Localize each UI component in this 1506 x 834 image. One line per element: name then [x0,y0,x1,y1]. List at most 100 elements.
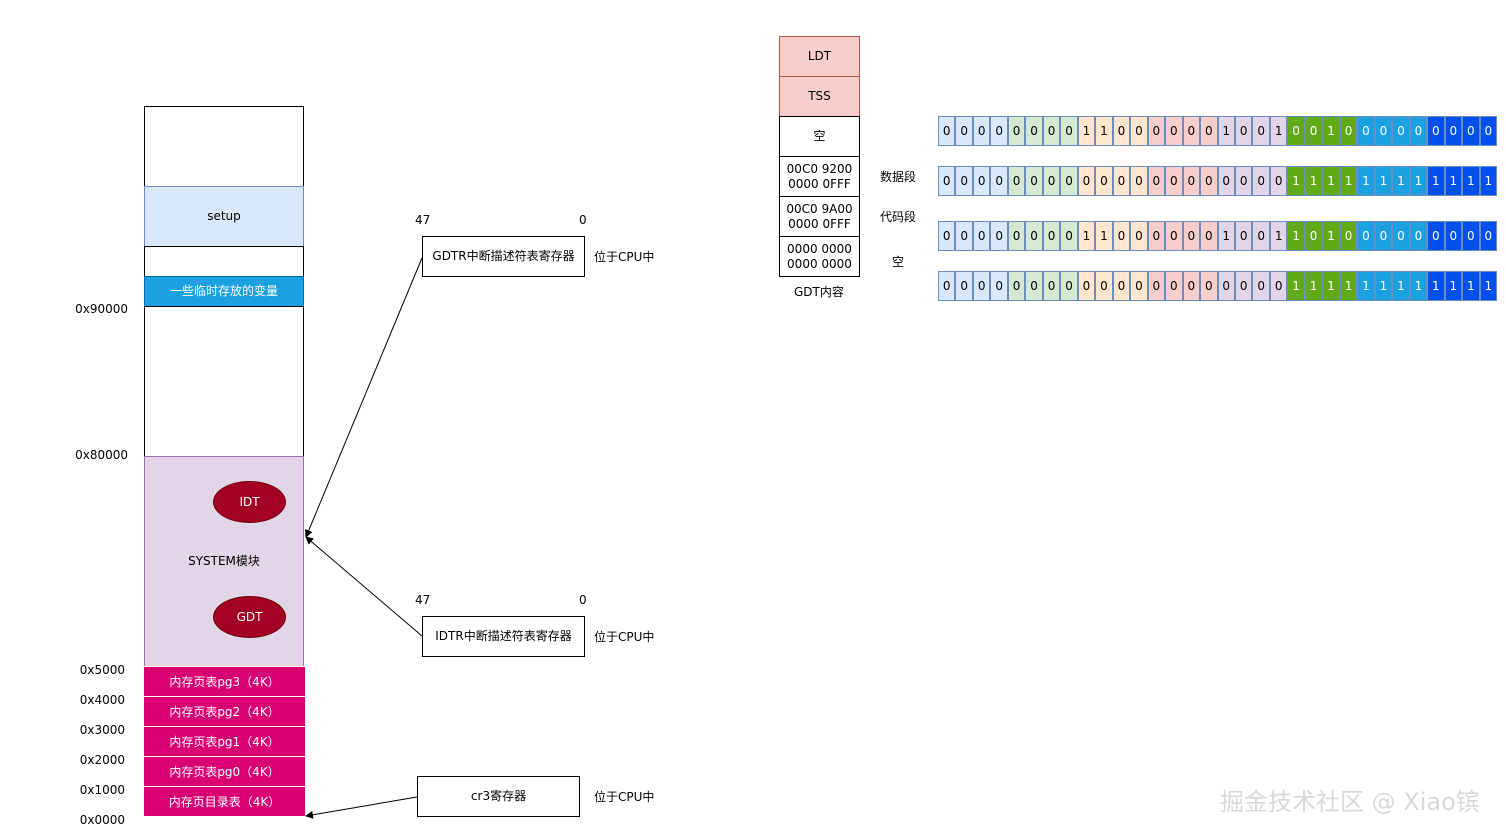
bit-cell: 1 [1077,116,1096,146]
bit-cell: 0 [1234,271,1253,301]
gdt-cell-empty-1-text: 空 [813,129,826,143]
idtr-label: IDTR中断描述符表寄存器 [435,629,572,643]
bit-cell: 0 [1462,221,1480,251]
bit-cell: 0 [938,116,956,146]
page-table-pg2-label: 内存页表pg2（4K） [169,705,280,719]
bit-cell: 1 [1095,221,1113,251]
bit-cell: 1 [1392,271,1410,301]
bit-cell: 1 [1304,166,1323,196]
address-0x4000: 0x4000 [79,693,125,707]
idtr-to-idt-arrow [305,536,423,637]
bit-cell: 0 [1060,221,1078,251]
bit-cell: 0 [1462,116,1480,146]
bit-cell: 0 [1287,116,1305,146]
bit-cell: 0 [1234,221,1253,251]
bit-cell: 0 [1427,116,1445,146]
bit-cell: 0 [1182,116,1201,146]
bit-cell: 1 [1322,116,1340,146]
bit-cell: 0 [1130,271,1148,301]
page-directory-label: 内存页目录表（4K） [168,795,281,809]
bit-cell: 0 [1165,166,1183,196]
bit-cell: 1 [1357,166,1375,196]
bit-cell: 0 [1077,271,1096,301]
bit-cell: 0 [1182,166,1201,196]
bit-cell: 1 [1462,271,1480,301]
gdt-cell-ldt: LDT [779,36,860,77]
bit-cell: 0 [1339,221,1358,251]
bit-cell: 0 [1025,221,1043,251]
row-label-data-segment: 数据段 [880,170,917,184]
bit-cell: 0 [1479,116,1497,146]
memory-top-block [144,106,304,187]
bit-cell: 0 [1025,166,1043,196]
bit-cell: 0 [1007,221,1026,251]
bit-cell: 0 [1479,221,1497,251]
bit-cell: 1 [1479,166,1497,196]
bit-cell: 0 [1147,166,1166,196]
setup-block: setup [144,186,304,247]
page-table-pg1: 内存页表pg1（4K） [144,726,305,756]
gdt-cell-tss: TSS [779,76,860,117]
bit-cell: 0 [972,271,991,301]
bit-cell: 0 [1060,271,1078,301]
gdt-cell-data-segment: 00C0 9200 0000 0FFF [779,156,860,197]
bit-cell: 0 [1200,116,1218,146]
bit-cell: 0 [1130,116,1148,146]
bit-cell: 0 [972,166,991,196]
bit-cell: 0 [1165,271,1183,301]
bit-cell: 0 [1112,166,1131,196]
bit-cell: 0 [1392,221,1410,251]
gdtr-location: 位于CPU中 [594,250,655,264]
bit-cell: 1 [1287,166,1305,196]
bit-cell: 0 [1357,221,1375,251]
bit-cell: 0 [1357,116,1375,146]
temp-vars-block: 一些临时存放的变量 [144,276,304,307]
bit-cell: 0 [1339,116,1358,146]
bit-cell: 0 [1130,166,1148,196]
address-0x1000: 0x1000 [79,783,125,797]
page-table-pg0-label: 内存页表pg0（4K） [169,765,280,779]
gdt-cell-empty-1: 空 [779,116,860,157]
cr3-register: cr3寄存器 [417,776,580,817]
bit-cell: 0 [955,221,973,251]
bit-cell: 1 [1479,271,1497,301]
bit-cell: 1 [1374,166,1393,196]
bit-cell: 0 [1112,221,1131,251]
gdt-cell-tss-text: TSS [808,89,831,103]
bit-cell: 0 [1042,221,1061,251]
bit-cell: 0 [1182,271,1201,301]
bit-cell: 1 [1409,271,1428,301]
bit-cell: 0 [990,221,1008,251]
bit-cell: 0 [1304,221,1323,251]
page-directory: 内存页目录表（4K） [144,786,305,816]
system-module-label: SYSTEM模块 [188,554,260,568]
gdt-cell-data-line2: 0000 0FFF [788,176,851,191]
gdt-cell-null: 0000 0000 0000 0000 [779,236,860,277]
bit-cell: 0 [1025,271,1043,301]
bit-cell: 0 [1007,166,1026,196]
cr3-to-directory-arrow [305,796,418,819]
idt-label: IDT [239,495,260,509]
bit-cell: 0 [938,166,956,196]
idt-oval: IDT [213,481,286,523]
bit-cell: 0 [1252,221,1270,251]
temp-vars-label: 一些临时存放的变量 [169,284,278,298]
bit-cell: 1 [1427,166,1445,196]
idtr-location: 位于CPU中 [594,630,655,644]
bit-cell: 0 [1112,116,1131,146]
bit-cell: 0 [1007,271,1026,301]
bit-cell: 1 [1095,116,1113,146]
bit-cell: 1 [1374,271,1393,301]
address-0x5000: 0x5000 [79,663,125,677]
bit-cell: 0 [1165,116,1183,146]
bit-cell: 0 [1269,271,1288,301]
gdt-cell-null-line2: 0000 0000 [787,256,852,271]
bit-cell: 1 [1357,271,1375,301]
gdt-cell-code-segment: 00C0 9A00 0000 0FFF [779,196,860,237]
bit-cell: 0 [1217,271,1235,301]
bit-cell: 0 [1147,116,1166,146]
